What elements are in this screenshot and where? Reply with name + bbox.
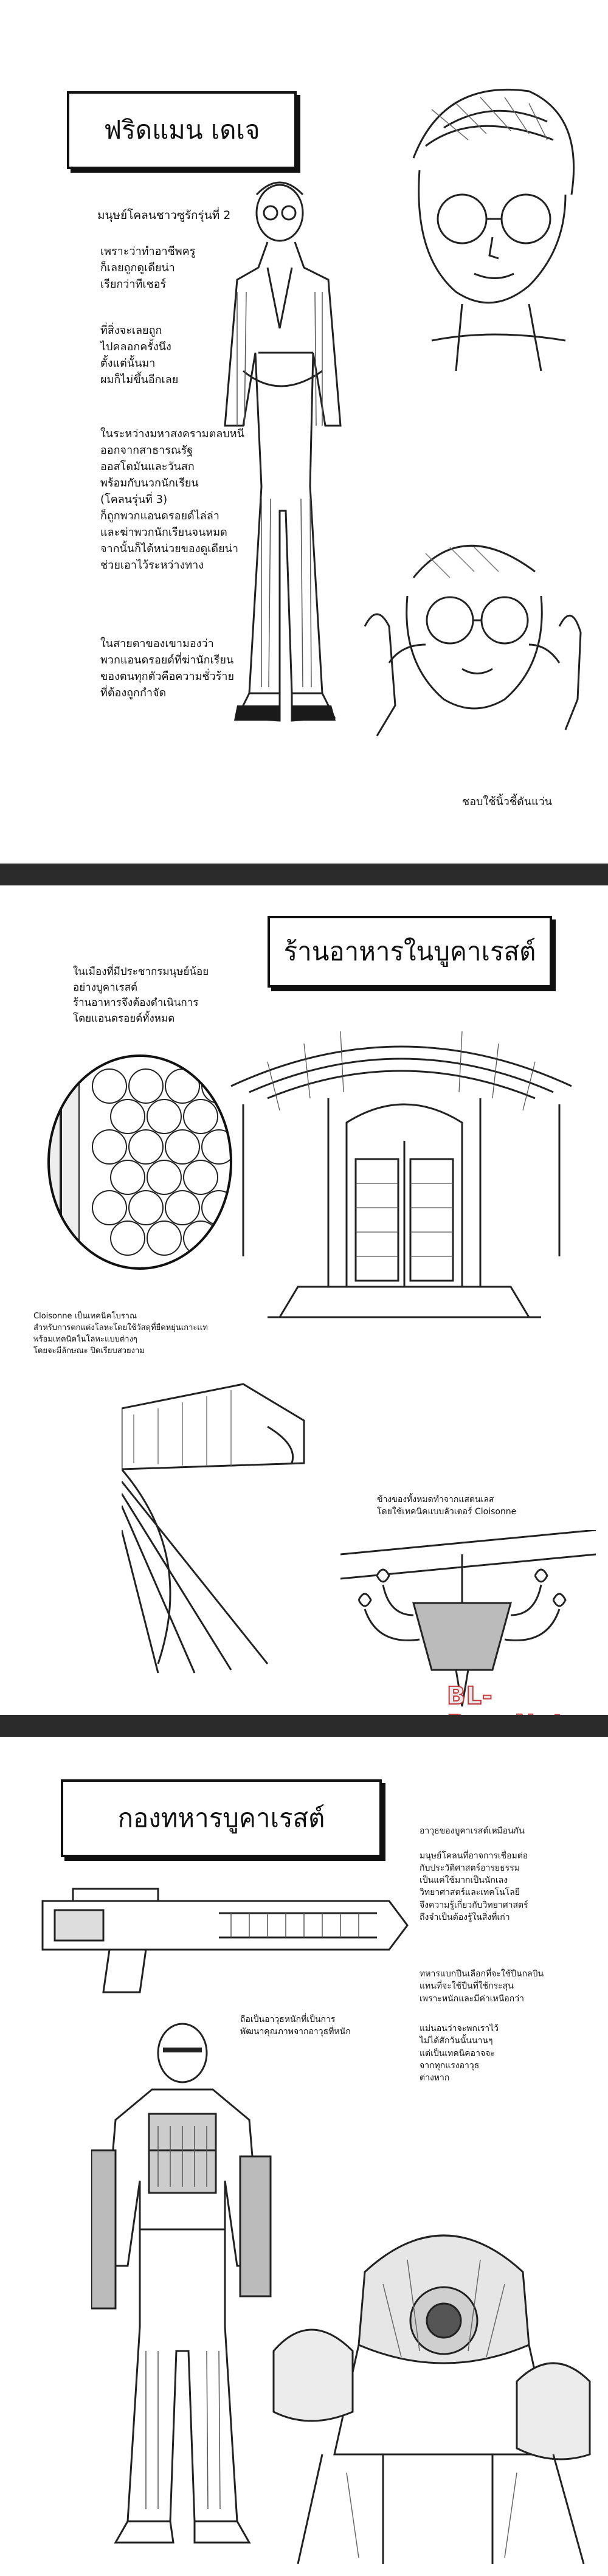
panel-divider — [0, 1715, 608, 1737]
caption-cloisonne-technique: Cloisonne เป็นเทคนิคโบราณ สำหรับการตกแต่… — [33, 1312, 208, 1356]
restaurant-entrance-illustration — [207, 1001, 596, 1342]
panel-bucharest-restaurant: ร้านอาหารในบูคาเรสต์ ในเมืองที่มีประชากร… — [0, 885, 608, 1715]
panel-fridman-profile: ฟริดแมน เดเจ มนุษย์โคลนชาวซูรักรุ่นที่ 2… — [0, 0, 608, 864]
character-full-body-illustration — [201, 170, 359, 778]
canopy-detail-illustration — [122, 1372, 316, 1676]
caption-backstory: ในระหว่างมหาสงครามตลบหนี ออกจากสาธารณรัฐ… — [100, 428, 244, 572]
panel-title: กองทหารบูคาเรสต์ — [61, 1779, 382, 1857]
caption-chandelier-material: ข้างของทั้งหมดทำจากแสตนเลส โดยใช้เทคนิคแ… — [377, 1495, 517, 1517]
caption-army-background: อาวุธของบูคาเรสต์เหมือนกัน มนุษย์โคลนที่… — [420, 1826, 528, 1923]
caption-clone-generation: มนุษย์โคลนชาวซูรักรุ่นที่ 2 — [97, 209, 231, 222]
watermark-text: BL-Raw.Net — [446, 1681, 565, 1715]
caption-glasses-habit: ชอบใช้นิ้วชี้ดันแว่น — [462, 795, 553, 808]
soldier-full-body-illustration — [91, 2010, 274, 2546]
caption-haircut: ที่สิ่งจะเลยถูก ไปคลอกครั้งนึง ตั้งแต่นั… — [100, 324, 179, 386]
panel-title: ร้านอาหารในบูคาเรสต์ — [268, 916, 552, 988]
caption-soldier-gear: แม่นอนว่าจะพกเราไว้ ไม่ได้สักวันนั้นนานๆ… — [420, 2024, 499, 2083]
panel-bucharest-army: กองทหารบูคาเรสต์ อาวุธของบูคาเรสต์เหมือน… — [0, 1737, 608, 2576]
chandelier-illustration — [340, 1530, 596, 1712]
panel-title: ฟริดแมน เดเจ — [67, 91, 297, 169]
character-glasses-closeup-illustration — [340, 505, 596, 760]
caption-teacher: เพราะว่าทำอาชีพครู ก็เลยถูกดูเดียน่า เรี… — [100, 245, 196, 291]
caption-android-view: ในสายตาของเขามองว่า พวกแอนดรอยด์ที่ฆ่านั… — [100, 637, 235, 699]
cloisonne-ornament-detail-illustration — [43, 1050, 237, 1275]
caption-soldier-weapon: ทหารแบกปืนเลือกที่จะใช้ปืนกลบิน แทนที่จะ… — [420, 1969, 544, 2004]
panel-divider — [0, 864, 608, 885]
character-face-closeup-illustration — [371, 73, 596, 377]
caption-restaurant-intro: ในเมืองที่มีประชากรมนุษย์น้อย อย่างบูคาเ… — [73, 966, 209, 1025]
helmeted-soldiers-illustration — [261, 2199, 602, 2564]
caption-heavy-weapon: ถือเป็นอาวุธหนักที่เป็นการ พัฒนาคุณภาพจา… — [240, 2015, 351, 2037]
rifle-illustration — [36, 1877, 413, 1998]
